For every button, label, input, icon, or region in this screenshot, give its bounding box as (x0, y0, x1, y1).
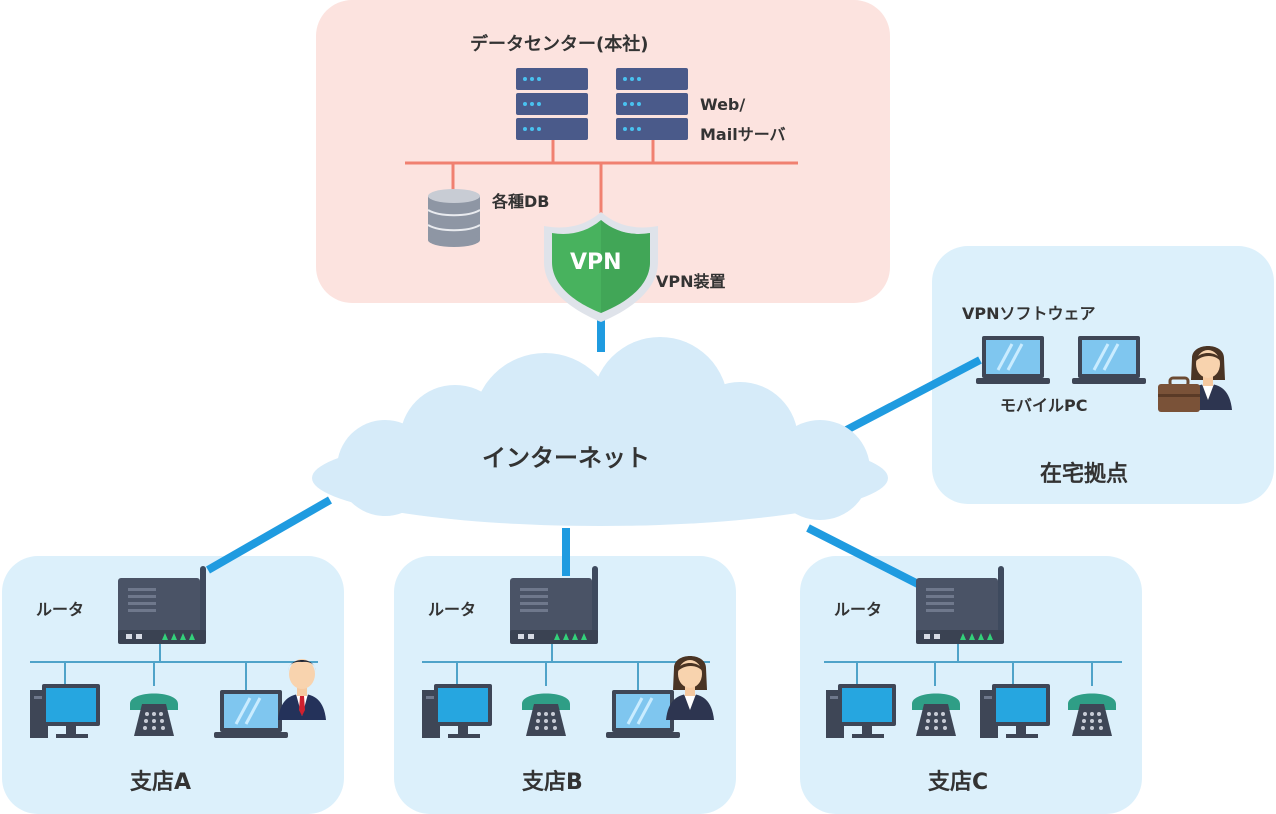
branch-c-devices (824, 566, 1122, 738)
router-label: ルータ (36, 600, 85, 619)
desktop-icon (422, 684, 492, 738)
datacenter-title: データセンター(本社) (470, 34, 649, 55)
server-icon (516, 68, 588, 140)
branch-a-devices (30, 566, 326, 740)
telephone-icon (1068, 693, 1116, 736)
datacenter-lan (405, 140, 798, 222)
vpn-shield-icon (544, 212, 658, 322)
router-label: ルータ (834, 600, 883, 619)
database-icon (427, 189, 481, 247)
laptop-icon (212, 688, 290, 740)
person-icon (666, 656, 714, 720)
telephone-icon (912, 693, 960, 736)
desktop-icon (826, 684, 896, 738)
briefcase-icon (1158, 376, 1200, 412)
branch-b-title: 支店B (522, 770, 583, 795)
desktop-icon (980, 684, 1050, 738)
branch-b-devices (422, 566, 714, 740)
branch-a-title: 支店A (130, 770, 192, 795)
internet-label: インターネット (482, 444, 650, 472)
desktop-icon (30, 684, 100, 738)
home-office-title: 在宅拠点 (1040, 462, 1129, 487)
router-icon (916, 566, 1004, 644)
telephone-icon (130, 693, 178, 736)
vpn-badge-text: VPN (570, 250, 622, 275)
laptop-icon (1070, 334, 1148, 386)
vpn-software-label: VPNソフトウェア (962, 304, 1096, 323)
router-icon (510, 566, 598, 644)
router-icon (118, 566, 206, 644)
database-label: 各種DB (492, 192, 550, 211)
branch-c-title: 支店C (928, 770, 989, 795)
person-icon (278, 659, 326, 720)
cloud-icon (312, 337, 888, 526)
vpn-device-label: VPN装置 (656, 272, 726, 291)
server-icon (616, 68, 688, 140)
mobile-pc-label: モバイルPC (1000, 396, 1088, 415)
web-mail-server-label: Web/ Mailサーバ (700, 95, 786, 144)
laptop-icon (974, 334, 1052, 386)
router-label: ルータ (428, 600, 477, 619)
telephone-icon (522, 693, 570, 736)
